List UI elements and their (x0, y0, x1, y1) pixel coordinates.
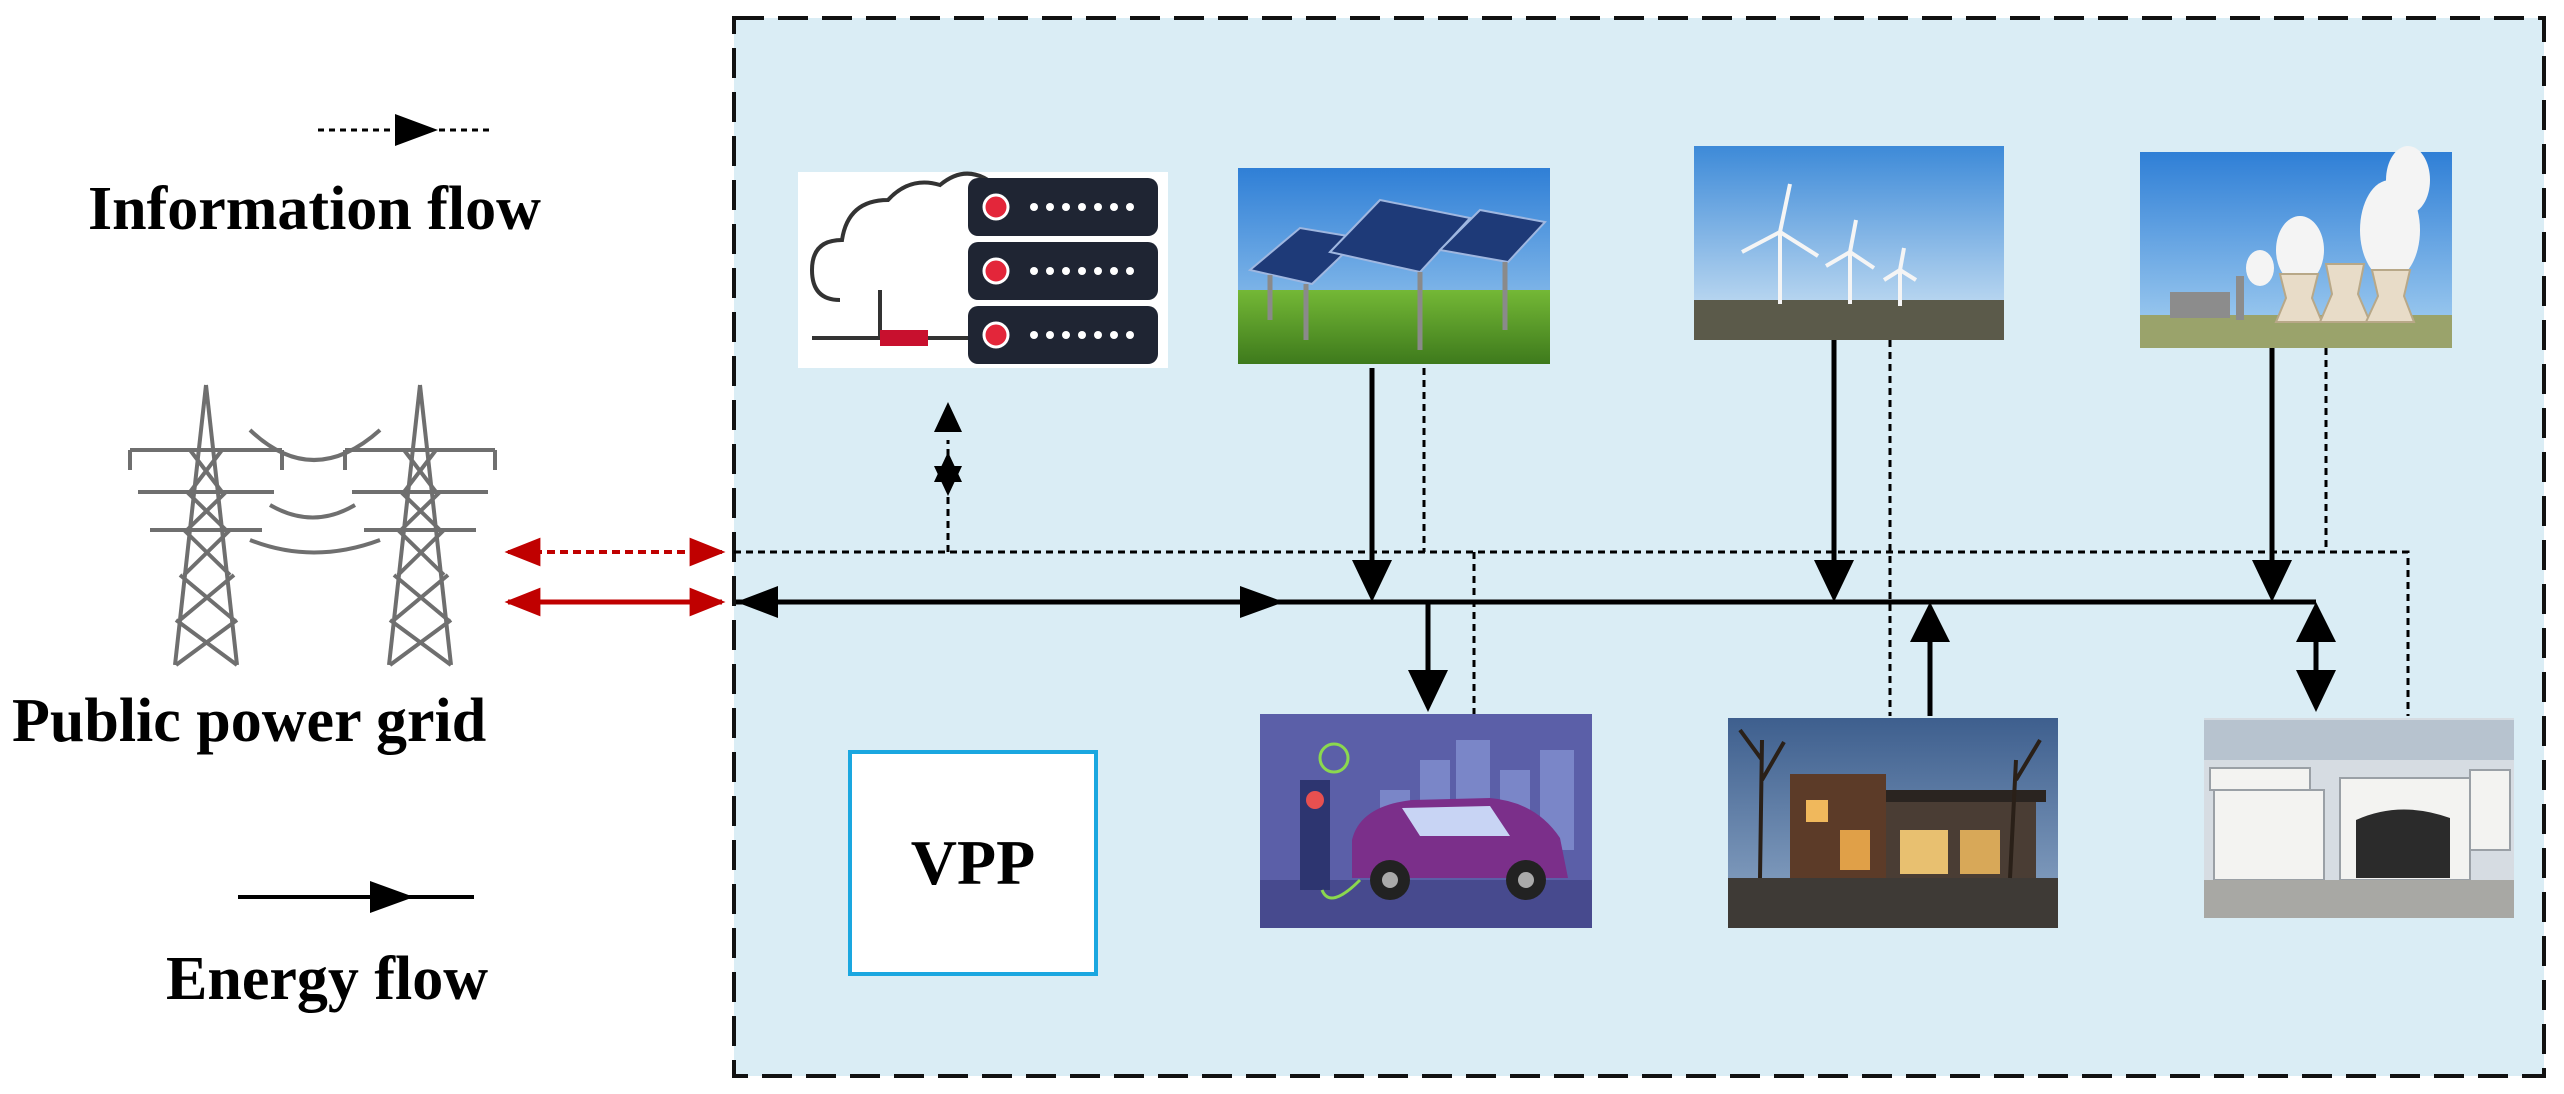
electric-vehicle-charging-icon (1260, 714, 1592, 928)
residential-house-icon (1728, 718, 2058, 928)
information-flow-label: Information flow (88, 175, 541, 243)
energy-storage-icon (2204, 718, 2514, 918)
vpp-box: VPP (848, 750, 1098, 976)
thermal-power-plant-icon (2140, 146, 2452, 348)
transmission-tower-icon (128, 384, 497, 667)
energy-flow-label: Energy flow (166, 945, 489, 1013)
information-bus (734, 550, 2410, 716)
public-power-grid-label: Public power grid (12, 687, 487, 755)
wind-turbine-icon (1694, 146, 2004, 340)
cloud-server-icon (798, 171, 1168, 368)
solar-panel-icon (1238, 168, 1550, 364)
vpp-label: VPP (910, 827, 1036, 898)
